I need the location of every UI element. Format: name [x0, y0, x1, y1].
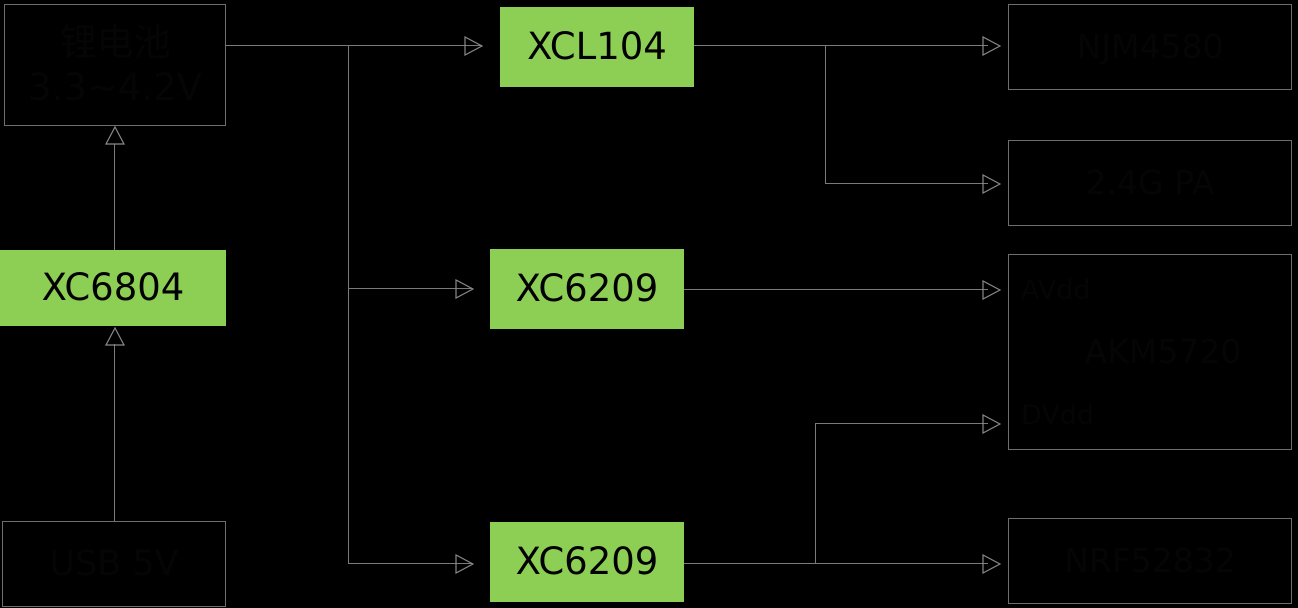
line-battery-to-xc6209-mid — [348, 288, 472, 289]
block-2-4g-pa-label: 2.4G PA — [1085, 162, 1215, 202]
block-xc6209-bot[interactable]: XC6209 — [490, 522, 684, 602]
block-battery-label: 锂电池 3.3~4.2V — [28, 20, 202, 109]
arrowhead-xcl104-to-pa — [982, 174, 1001, 194]
line-xc6804-to-battery — [114, 144, 115, 250]
arrowhead-xc6209-mid-to-avdd — [982, 280, 1001, 300]
block-battery[interactable]: 锂电池 3.3~4.2V — [4, 4, 226, 126]
block-xc6804-label: XC6804 — [41, 266, 185, 310]
block-xc6209-mid[interactable]: XC6209 — [490, 249, 684, 329]
pin-dvdd: DVdd — [1021, 400, 1095, 432]
block-njm4580-label: NJM4580 — [1076, 26, 1224, 66]
block-njm4580[interactable]: NJM4580 — [1008, 4, 1292, 90]
arrowhead-battery-to-xc6209-mid — [455, 279, 474, 299]
line-xc6209-bot-to-dvdd — [815, 423, 988, 424]
block-xc6804[interactable]: XC6804 — [0, 250, 226, 326]
block-xc6209-bot-label: XC6209 — [515, 540, 659, 584]
arrowhead-usb-to-xc6804 — [105, 327, 125, 346]
line-xcl104-out — [694, 45, 988, 46]
block-xc6209-mid-label: XC6209 — [515, 267, 659, 311]
block-usb[interactable]: USB 5V — [2, 521, 226, 607]
arrowhead-xc6804-to-battery — [105, 126, 125, 145]
arrowhead-xc6209-bot-to-nrf52832 — [982, 554, 1001, 574]
arrowhead-battery-to-xc6209-bot — [455, 554, 474, 574]
block-xcl104[interactable]: XCL104 — [500, 7, 694, 87]
block-akm5720[interactable]: AVdd AKM5720 DVdd — [1008, 254, 1292, 450]
arrowhead-xcl104-to-njm4580 — [982, 36, 1001, 56]
line-usb-to-xc6804 — [114, 344, 115, 521]
line-battery-to-xc6209-bot — [348, 563, 472, 564]
block-usb-label: USB 5V — [49, 543, 179, 584]
block-akm5720-label: AKM5720 — [1084, 331, 1242, 371]
arrowhead-xc6209-bot-to-dvdd — [982, 414, 1001, 434]
arrowhead-battery-to-xcl104 — [464, 36, 483, 56]
line-xcl104-to-pa — [825, 183, 988, 184]
pin-avdd: AVdd — [1021, 275, 1091, 306]
line-battery-trunk — [348, 45, 349, 564]
line-xc6209-mid-to-avdd — [684, 289, 988, 290]
block-2-4g-pa[interactable]: 2.4G PA — [1008, 140, 1292, 226]
line-xc6209-bot-rise — [815, 423, 816, 563]
line-xc6209-bot-out — [684, 563, 988, 564]
line-xcl104-drop — [825, 45, 826, 183]
block-xcl104-label: XCL104 — [527, 25, 667, 69]
block-nrf52832-label: NRF52832 — [1064, 540, 1236, 580]
block-nrf52832[interactable]: NRF52832 — [1008, 518, 1292, 604]
line-battery-out — [226, 45, 482, 46]
